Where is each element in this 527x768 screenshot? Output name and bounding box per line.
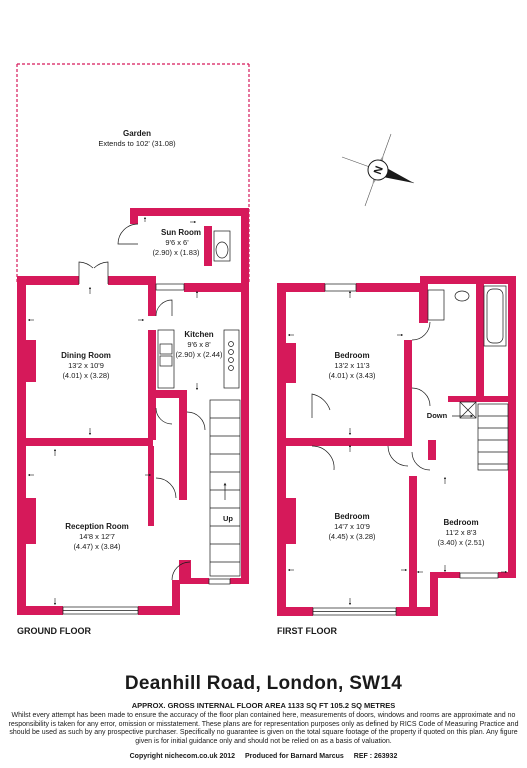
- garden-label: Garden: [123, 129, 151, 138]
- floor-plan: Garden Extends to 102' (31.08) Sun Room …: [16, 63, 516, 636]
- kitchen-dim-metric: (2.90) x (2.44): [175, 350, 223, 359]
- reception-room-dim-metric: (4.47) x (3.84): [73, 542, 121, 551]
- bedroom-2-dim-metric: (4.45) x (3.28): [328, 532, 376, 541]
- first-floor-windows: [312, 283, 499, 616]
- dimension-arrows: [27, 216, 508, 606]
- dining-room-label: Dining Room: [61, 351, 111, 360]
- property-address: Deanhill Road, London, SW14: [124, 673, 403, 694]
- copyright-line: Copyright nichecom.co.uk 2012 Produced f…: [0, 753, 527, 760]
- bedroom-1-dim-metric: (4.01) x (3.43): [328, 371, 376, 380]
- dining-room-dim-metric: (4.01) x (3.28): [62, 371, 110, 380]
- ground-floor-walls: [17, 208, 249, 615]
- reception-room-dim-imperial: 14'8 x 12'7: [79, 532, 115, 541]
- bedroom-3-dim-imperial: 11'2 x 8'3: [445, 528, 476, 537]
- stairs-up-label: Up: [223, 514, 233, 523]
- sun-room-label: Sun Room: [161, 228, 201, 237]
- dining-room-dim-imperial: 13'2 x 10'9: [68, 361, 104, 370]
- bedroom-1-label: Bedroom: [334, 351, 369, 360]
- ground-floor-windows: [62, 283, 231, 615]
- kitchen-fittings: [157, 230, 240, 389]
- first-floor-stairs: [452, 403, 509, 471]
- disclaimer-text: Whilst every attempt has been made to en…: [8, 712, 519, 745]
- bedroom-2-label: Bedroom: [334, 512, 369, 521]
- reception-room-label: Reception Room: [65, 522, 129, 531]
- bedroom-1-dim-imperial: 13'2 x 11'3: [334, 361, 369, 370]
- compass-north-letter: N: [372, 165, 386, 177]
- sun-room-dim-metric: (2.90) x (1.83): [152, 248, 200, 257]
- ground-floor-doors: [78, 223, 206, 581]
- produced-for-text: Produced for Barnard Marcus: [245, 753, 344, 760]
- kitchen-label: Kitchen: [184, 330, 213, 339]
- ground-stairs: [209, 399, 241, 577]
- sun-room-dim-imperial: 9'6 x 6': [165, 238, 189, 247]
- compass-icon: N: [341, 133, 415, 207]
- ground-floor-label: GROUND FLOOR: [17, 626, 91, 636]
- first-floor-walls: [277, 276, 516, 616]
- copyright-text: Copyright nichecom.co.uk 2012: [129, 753, 236, 760]
- first-floor-label: FIRST FLOOR: [277, 626, 337, 636]
- stairs-down-label: Down: [427, 411, 448, 420]
- bedroom-3-label: Bedroom: [443, 518, 478, 527]
- bedroom-2-dim-imperial: 14'7 x 10'9: [334, 522, 370, 531]
- kitchen-dim-imperial: 9'6 x 8': [187, 340, 211, 349]
- bedroom-3-dim-metric: (3.40) x (2.51): [437, 538, 485, 547]
- reference-text: REF : 263932: [353, 753, 398, 760]
- garden-dim: Extends to 102' (31.08): [98, 139, 176, 148]
- gross-floor-area: APPROX. GROSS INTERNAL FLOOR AREA 1133 S…: [131, 701, 396, 710]
- garden-boundary: [16, 63, 250, 284]
- first-floor-doors: [311, 321, 431, 471]
